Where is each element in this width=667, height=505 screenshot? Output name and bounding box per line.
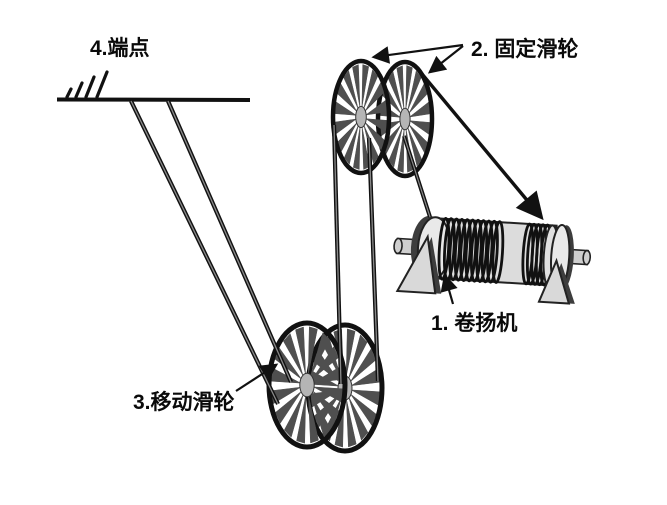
winch-arrow	[440, 273, 458, 305]
rope-winch-to-pulley	[402, 135, 432, 218]
fixed-pulley-arrow-2	[427, 45, 464, 74]
moving-pulley-arrow	[235, 363, 279, 392]
ceiling-anchor	[56, 70, 251, 102]
rope-pulley-to-winch	[420, 72, 544, 221]
rope-anchor-segment-a	[129, 100, 280, 405]
winch-right-stand	[537, 257, 575, 305]
label-winch: 1. 卷扬机	[431, 311, 517, 335]
rope-anchor-segment-b	[166, 100, 293, 383]
fixed-pulley-left-wheel	[330, 58, 392, 176]
winch-left-stand	[395, 233, 442, 295]
label-fixed-pulley: 2. 固定滑轮	[471, 37, 578, 61]
label-arrows	[235, 43, 464, 392]
hatch-marks	[65, 70, 109, 99]
fixed-pulley-right-wheel	[375, 59, 435, 179]
moving-pulley-block	[266, 320, 385, 454]
label-moving-pulley: 3.移动滑轮	[133, 390, 235, 414]
moving-pulley-left-wheel	[266, 320, 348, 450]
ceiling-line	[56, 97, 251, 102]
label-anchor-point: 4.端点	[90, 36, 150, 60]
winch-illustration	[393, 215, 592, 305]
ropes	[129, 72, 544, 405]
rope-fixed-to-moving-right	[366, 137, 381, 382]
rope-fixed-to-moving-left	[331, 124, 344, 385]
fixed-pulley-block	[330, 58, 435, 179]
fixed-pulley-arrow-1	[371, 43, 464, 64]
